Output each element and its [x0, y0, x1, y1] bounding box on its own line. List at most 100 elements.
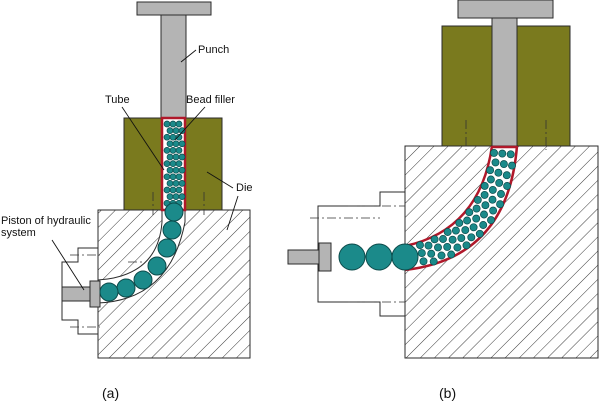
- bead: [178, 193, 186, 200]
- bead: [447, 250, 456, 259]
- bead: [496, 200, 505, 209]
- leader-tube: [121, 106, 165, 171]
- bead: [163, 186, 171, 194]
- bead: [175, 147, 183, 154]
- bead: [169, 173, 177, 181]
- bead: [172, 127, 180, 134]
- bead: [172, 140, 180, 148]
- caption-a: (a): [102, 385, 119, 401]
- bead: [472, 214, 481, 223]
- bead: [166, 153, 174, 161]
- bead: [417, 249, 426, 258]
- bead: [163, 147, 171, 154]
- punch-a: [160, 14, 187, 119]
- bead: [486, 166, 495, 175]
- large-bead: [338, 243, 366, 271]
- large-bead: [391, 243, 419, 271]
- bead: [489, 206, 498, 215]
- bead: [486, 175, 495, 184]
- bead: [175, 173, 183, 181]
- bead: [172, 180, 180, 187]
- bead: [443, 242, 452, 251]
- bead: [472, 204, 481, 213]
- bead: [448, 235, 457, 244]
- bead: [491, 158, 500, 167]
- piston-rod-b: [287, 249, 321, 265]
- bead: [178, 140, 186, 148]
- bead: [178, 127, 186, 134]
- bead: [172, 193, 180, 200]
- bead: [497, 190, 505, 198]
- punch-b: [491, 17, 518, 147]
- bead: [480, 190, 489, 199]
- bead: [166, 140, 174, 148]
- bead: [178, 180, 186, 187]
- large-bead: [147, 256, 167, 276]
- bead: [166, 166, 174, 174]
- bead: [502, 171, 511, 180]
- bead: [427, 249, 436, 258]
- bead: [430, 235, 439, 244]
- large-bead: [133, 270, 153, 290]
- large-bead: [99, 282, 119, 302]
- label-tube: Tube: [105, 94, 130, 106]
- leader-die-2: [226, 195, 239, 231]
- bead: [490, 148, 498, 157]
- bead: [463, 216, 472, 225]
- bead: [163, 120, 171, 128]
- bead: [488, 185, 497, 194]
- bead: [503, 182, 512, 190]
- label-bead-filler: Bead filler: [186, 94, 235, 106]
- large-beads-a: [99, 202, 184, 302]
- leader-punch: [180, 49, 197, 63]
- bead: [169, 147, 177, 154]
- bead: [419, 257, 428, 266]
- bead: [424, 241, 433, 250]
- bead-filler-b: [416, 148, 516, 266]
- label-die: Die: [236, 182, 253, 194]
- large-bead: [116, 278, 136, 298]
- bead: [434, 243, 442, 252]
- bead: [475, 229, 484, 238]
- label-piston-line2: system: [1, 227, 36, 239]
- tube-wall-inner-b: [404, 145, 519, 272]
- bead: [175, 160, 183, 167]
- bead: [166, 127, 174, 134]
- bead: [462, 241, 471, 250]
- bead: [169, 186, 177, 194]
- leader-bead-filler: [174, 106, 206, 141]
- bead: [439, 235, 447, 243]
- bead: [175, 186, 183, 194]
- large-bead: [365, 243, 393, 271]
- leader-die-1: [206, 171, 234, 189]
- bead: [469, 223, 478, 232]
- bead: [172, 166, 180, 174]
- large-beads-b: [338, 243, 419, 271]
- bead: [506, 150, 515, 159]
- large-bead: [164, 202, 184, 222]
- bead: [480, 210, 488, 219]
- piston-rod-a: [61, 286, 93, 302]
- bead: [175, 133, 183, 141]
- bead: [169, 120, 177, 128]
- bead: [494, 168, 503, 177]
- bead: [172, 153, 180, 161]
- bead: [495, 178, 504, 187]
- piston-head-b: [318, 242, 332, 272]
- bead: [508, 161, 516, 170]
- bead: [166, 180, 174, 187]
- bead: [455, 218, 464, 227]
- large-bead: [157, 238, 177, 258]
- bead: [175, 120, 183, 128]
- bead: [169, 160, 177, 167]
- bead: [451, 226, 460, 235]
- bead: [163, 160, 171, 167]
- bead: [465, 208, 474, 217]
- bead: [163, 133, 171, 141]
- leader-piston: [51, 239, 85, 291]
- bead: [467, 233, 476, 242]
- bead: [437, 251, 446, 260]
- piston-head-a: [89, 280, 101, 308]
- panel-a: Punch Tube Bead filler Die Piston of hyd…: [1, 1, 253, 401]
